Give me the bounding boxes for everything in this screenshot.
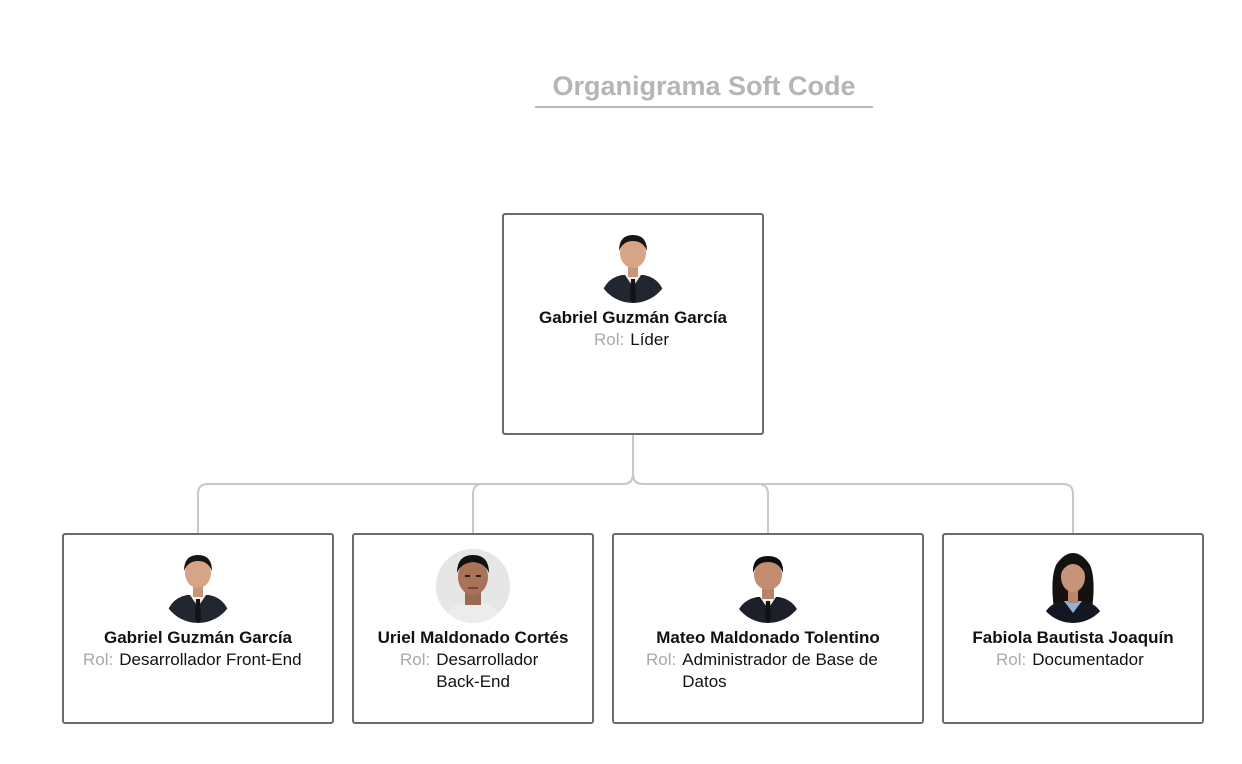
person-photo-icon — [436, 549, 510, 623]
title-underline — [535, 106, 873, 108]
role-value: Documentador — [1032, 650, 1144, 669]
member-name: Gabriel Guzmán García — [538, 308, 727, 327]
org-card-member-1[interactable]: Gabriel Guzmán García Rol: Desarrollador… — [62, 533, 334, 724]
member-name: Fabiola Bautista Joaquín — [972, 628, 1174, 647]
person-photo-icon — [1036, 549, 1110, 623]
page-title: Organigrama Soft Code — [552, 71, 856, 101]
role-value: Desarrollador Front-End — [119, 650, 302, 669]
person-photo-icon — [596, 229, 670, 303]
person-photo-icon — [731, 549, 805, 623]
avatar — [596, 229, 670, 303]
org-card-member-4[interactable]: Fabiola Bautista Joaquín Rol: Documentad… — [942, 533, 1204, 724]
org-card-member-2[interactable]: Uriel Maldonado Cortés Rol: Desarrollado… — [352, 533, 594, 724]
org-card-member-3[interactable]: Mateo Maldonado Tolentino Rol: Administr… — [612, 533, 924, 724]
org-card-leader[interactable]: Gabriel Guzmán García Rol: Líder — [502, 213, 764, 435]
avatar — [1036, 549, 1110, 623]
role-value: Desarrollador Back-End — [436, 650, 539, 691]
connector-to-member-2 — [472, 473, 634, 534]
member-role: Rol: Administrador de Base de Datos — [646, 649, 900, 693]
role-label: Rol: — [996, 650, 1027, 669]
avatar — [161, 549, 235, 623]
avatar — [436, 549, 510, 623]
role-value: Administrador de Base de Datos — [682, 650, 878, 691]
member-role: Rol: Desarrollador Back-End — [400, 649, 556, 693]
member-role: Rol: Documentador — [996, 649, 1194, 671]
avatar — [731, 549, 805, 623]
role-label: Rol: — [594, 330, 625, 349]
role-label: Rol: — [646, 650, 677, 669]
member-name: Gabriel Guzmán García — [103, 628, 292, 647]
member-role: Rol: Desarrollador Front-End — [83, 649, 326, 671]
member-name: Uriel Maldonado Cortés — [377, 628, 569, 647]
role-label: Rol: — [83, 650, 114, 669]
member-name: Mateo Maldonado Tolentino — [656, 628, 880, 647]
connector-to-member-4 — [632, 473, 1074, 534]
role-value: Líder — [630, 330, 669, 349]
role-label: Rol: — [400, 650, 431, 669]
member-role: Rol: Líder — [594, 329, 754, 351]
person-photo-icon — [161, 549, 235, 623]
